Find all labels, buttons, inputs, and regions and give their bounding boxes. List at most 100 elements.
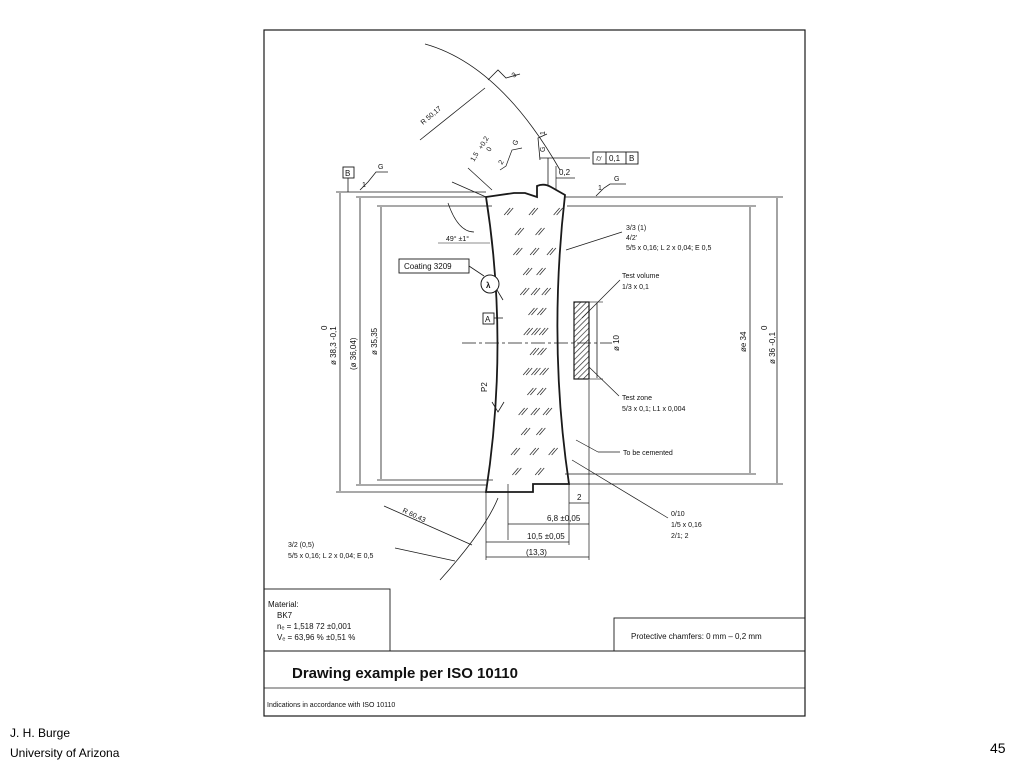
material-box	[263, 588, 391, 652]
hatch-stroke	[522, 267, 530, 276]
hatch-stroke	[531, 207, 539, 216]
hatch-stroke	[537, 467, 545, 476]
spec-line-3: 5/5 x 0,16; L 2 x 0,04; E 0,5	[626, 245, 711, 252]
surface-symbol-chamfer	[499, 147, 523, 171]
hatch-stroke	[522, 287, 530, 296]
hatch-stroke	[531, 327, 538, 336]
hatch-stroke	[517, 227, 525, 236]
hatch-stroke	[553, 207, 560, 216]
hatch-stroke	[514, 227, 522, 236]
hatch-stroke	[519, 287, 527, 296]
hatch-stroke	[512, 247, 520, 256]
datum-b-box	[342, 166, 355, 179]
hatch-stroke	[545, 407, 553, 416]
hatch-stroke	[528, 307, 535, 316]
affiliation: University of Arizona	[10, 746, 120, 760]
hatch-stroke	[515, 247, 523, 256]
hatch-stroke	[534, 327, 541, 336]
hatch-stroke	[539, 427, 546, 436]
chamfer-angle-text: 49° ±1°	[446, 235, 469, 243]
hatch-stroke	[520, 427, 528, 436]
hatch-stroke	[526, 327, 534, 336]
hatch-stroke	[522, 367, 530, 376]
hatch-stroke	[539, 367, 546, 376]
p2-symbol	[491, 401, 505, 413]
right-spec-1: 0/10	[671, 511, 685, 518]
bottom-radius-arc	[439, 497, 499, 581]
hatch-stroke	[532, 247, 540, 256]
hatch-stroke	[536, 267, 543, 276]
material-name: BK7	[277, 611, 293, 620]
surface-symbol-top	[537, 133, 548, 161]
hatch-stroke	[513, 447, 521, 456]
dia-right-upper-tol: 0	[760, 325, 769, 330]
material-abbe-number: Vₑ = 63,96 % ±0,51 %	[277, 633, 355, 642]
top-radius-leader	[419, 87, 486, 141]
hatch-stroke	[527, 387, 534, 396]
hatch-stroke	[540, 347, 547, 356]
hatch-stroke	[529, 447, 537, 456]
hatch-stroke	[518, 407, 525, 416]
chamfer-ext-1	[451, 181, 487, 198]
hatch-stroke	[537, 347, 544, 356]
hatch-stroke	[535, 227, 542, 236]
spec-line-1: 3/3 (1)	[626, 225, 646, 232]
test-volume-leader	[581, 279, 621, 319]
datum-b-text: B	[345, 169, 350, 178]
bottom-spec-1: 3/2 (0,5)	[288, 542, 314, 549]
runout-datum: B	[629, 154, 634, 163]
hatch-stroke	[531, 367, 538, 376]
hatch-stroke	[544, 287, 552, 296]
dia-outer-upper-tol: 0	[320, 325, 329, 330]
dia-e-text: øe 34	[739, 331, 748, 352]
test-zone-title: Test zone	[622, 395, 652, 402]
cemented-leader	[575, 439, 599, 453]
hatch-stroke	[539, 267, 546, 276]
dia-right-text: ø 36 -0,1	[768, 331, 777, 364]
right-spec-3: 2/1; 2	[671, 533, 689, 540]
material-refractive-index: nₑ = 1,518 72 ±0,001	[277, 622, 352, 631]
hatch-stroke	[530, 387, 537, 396]
hatch-stroke	[536, 427, 543, 436]
hatch-stroke	[503, 207, 511, 216]
surface-right-one: 1	[598, 185, 602, 192]
surface-symbol-left	[359, 171, 388, 191]
glass-hatching	[503, 207, 563, 476]
dia-inner-text: ø 35,35	[370, 327, 379, 355]
p2-label: P2	[480, 382, 489, 392]
lambda-leader	[496, 289, 504, 301]
drawing-frame	[263, 29, 806, 717]
hatch-stroke	[546, 247, 554, 256]
hatch-stroke	[530, 287, 538, 296]
datum-a-text: A	[485, 315, 491, 324]
chamfer-width-text: 1,5	[470, 151, 481, 163]
spec-leader-right-2	[571, 459, 669, 519]
cemented-text: To be cemented	[623, 450, 673, 457]
hatch-stroke	[548, 447, 555, 456]
hatch-stroke	[533, 407, 541, 416]
lens-body	[484, 183, 571, 493]
hatch-stroke	[536, 387, 544, 396]
hatch-stroke	[556, 207, 563, 216]
top-radius-text: R 50,17	[420, 105, 443, 126]
hatch-stroke	[523, 427, 531, 436]
lambda-circle	[480, 274, 500, 294]
bottom-spec-leader	[394, 547, 456, 562]
runout-value: 0,1	[609, 154, 621, 163]
hatch-stroke	[533, 287, 541, 296]
indications-note: Indications in accordance with ISO 10110	[267, 702, 395, 709]
hatch-stroke	[549, 247, 557, 256]
chamfer-angle-arc	[447, 202, 475, 233]
hatch-stroke	[525, 367, 533, 376]
hatch-stroke	[539, 307, 547, 316]
surface-symbol-right	[595, 183, 626, 197]
hatch-stroke	[525, 267, 533, 276]
hatch-stroke	[536, 307, 544, 316]
hatch-stroke	[506, 207, 514, 216]
hatch-stroke	[529, 247, 537, 256]
author-name: J. H. Burge	[10, 726, 71, 740]
hatch-stroke	[515, 467, 522, 476]
material-title: Material:	[268, 600, 299, 609]
chamfer-g-text: G	[512, 139, 521, 147]
